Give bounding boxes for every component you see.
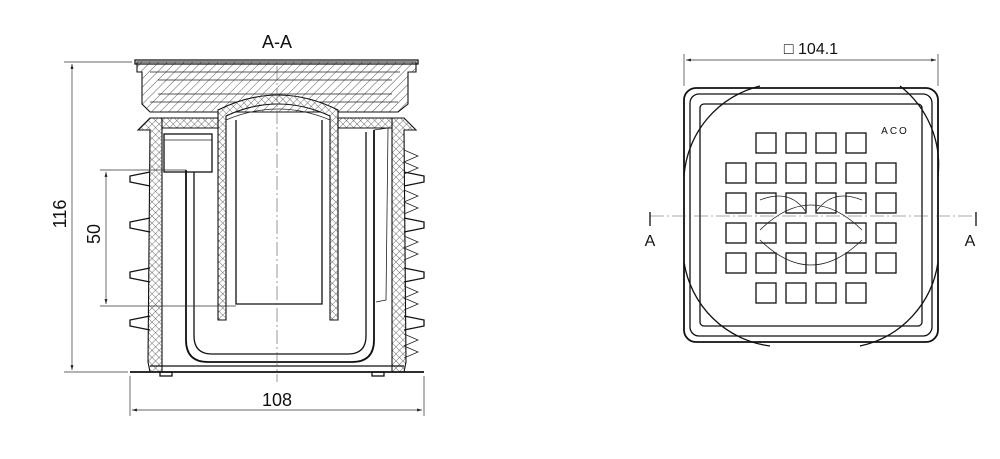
section-view: A-A: [50, 32, 425, 416]
outer-frame: [683, 87, 939, 343]
dim-116-label: 116: [50, 200, 70, 229]
dim-50-label: 50: [84, 224, 104, 244]
dim-108-label: 108: [262, 390, 292, 410]
outer-wall-left: [136, 117, 163, 373]
standpipe: [235, 120, 323, 305]
dim-50: 50: [84, 169, 236, 307]
dim-116: 116: [50, 61, 132, 373]
outer-wall-right: [391, 117, 418, 373]
ribs-right: [403, 171, 425, 331]
grate-plate: [699, 103, 923, 327]
section-marker-right: A: [965, 233, 976, 250]
ribs-left: [129, 171, 151, 331]
bell-dome: [217, 94, 339, 321]
top-view: ACO: [645, 41, 977, 347]
trap-body: [185, 130, 375, 363]
section-title: A-A: [262, 32, 292, 52]
dim-104-label: □ 104.1: [784, 41, 838, 58]
round-flange: [683, 85, 940, 347]
grating-cap: [136, 61, 417, 113]
slot-grid: [725, 132, 897, 304]
section-marker-left: A: [645, 233, 656, 250]
brand-mark: ACO: [881, 126, 909, 137]
dim-108: 108: [129, 376, 425, 416]
left-chamber: [163, 133, 213, 173]
dim-104: □ 104.1: [683, 41, 939, 86]
